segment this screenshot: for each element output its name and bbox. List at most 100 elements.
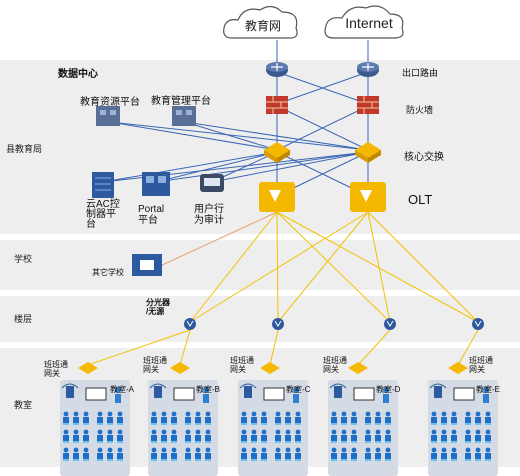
classroom-label-e: 教室-E <box>476 385 500 394</box>
gateway-icon <box>78 362 98 374</box>
student-icon <box>331 429 337 435</box>
olt-icon <box>350 182 386 212</box>
teacher-icon <box>383 387 389 393</box>
cloud-internet-icon <box>324 5 404 39</box>
student-icon <box>485 429 491 435</box>
band-school <box>0 240 520 290</box>
student-icon <box>285 447 291 453</box>
student-icon <box>341 411 347 417</box>
gateway-label-a: 班班通网关 <box>44 360 68 378</box>
gateway-icon <box>448 362 468 374</box>
student-icon <box>365 411 371 417</box>
student-icon <box>441 447 447 453</box>
layer-classroom: 教室 <box>14 400 33 410</box>
student-icon <box>451 447 457 453</box>
student-icon <box>107 411 113 417</box>
student-icon <box>261 429 267 435</box>
student-icon <box>185 411 191 417</box>
student-icon <box>341 447 347 453</box>
classroom-label-d: 教室-D <box>376 385 401 394</box>
student-icon <box>441 411 447 417</box>
student-icon <box>107 429 113 435</box>
student-icon <box>171 411 177 417</box>
student-icon <box>431 411 437 417</box>
gateway-icon <box>348 362 368 374</box>
student-icon <box>285 411 291 417</box>
student-icon <box>205 429 211 435</box>
classroom-label-a: 教室-A <box>110 385 134 394</box>
student-icon <box>185 429 191 435</box>
student-icon <box>161 447 167 453</box>
splitter-icon <box>272 318 284 330</box>
gateway-label-d: 班班通网关 <box>323 356 347 374</box>
whiteboard-icon <box>173 387 195 401</box>
classroom-label-c: 教室-C <box>286 385 311 394</box>
student-icon <box>241 429 247 435</box>
server-icon <box>142 172 170 196</box>
whiteboard-icon <box>353 387 375 401</box>
student-icon <box>241 447 247 453</box>
gateway-label-c: 班班通网关 <box>230 356 254 374</box>
student-icon <box>63 429 69 435</box>
label-edu-resource: 教育资源平台 <box>80 97 140 108</box>
label-portal: Portal 平台 <box>138 204 165 226</box>
student-icon <box>351 447 357 453</box>
band-floor <box>0 296 520 342</box>
student-icon <box>485 411 491 417</box>
student-icon <box>195 429 201 435</box>
student-icon <box>385 411 391 417</box>
student-icon <box>295 411 301 417</box>
label-firewall: 防火墙 <box>406 105 434 115</box>
cloud-edu-net-label: 教育网 <box>244 19 281 33</box>
student-icon <box>465 429 471 435</box>
student-icon <box>431 429 437 435</box>
layer-county: 县教育局 <box>6 144 43 154</box>
student-icon <box>375 447 381 453</box>
other-school-icon <box>132 254 162 276</box>
audit-device-icon <box>200 174 224 192</box>
student-icon <box>205 411 211 417</box>
student-icon <box>385 447 391 453</box>
student-icon <box>171 429 177 435</box>
student-icon <box>465 411 471 417</box>
student-icon <box>251 447 257 453</box>
label-audit: 用户行 为审计 <box>194 204 224 226</box>
student-icon <box>365 429 371 435</box>
student-icon <box>261 447 267 453</box>
student-icon <box>151 429 157 435</box>
layer-school: 学校 <box>14 254 33 264</box>
student-icon <box>73 447 79 453</box>
label-exit-router: 出口路由 <box>402 68 439 78</box>
server-cluster-icon <box>172 106 196 126</box>
classroom-label-b: 教室-B <box>196 385 220 394</box>
student-icon <box>451 411 457 417</box>
cloud-internet-label: Internet <box>345 15 393 31</box>
student-icon <box>73 429 79 435</box>
label-core-switch: 核心交换 <box>404 152 444 163</box>
student-icon <box>161 411 167 417</box>
core-switch-icon <box>264 142 290 163</box>
splitter-icon <box>184 318 196 330</box>
gateway-label-b: 班班通网关 <box>143 356 167 374</box>
student-icon <box>365 447 371 453</box>
student-icon <box>385 429 391 435</box>
student-icon <box>451 429 457 435</box>
student-icon <box>375 411 381 417</box>
student-icon <box>241 411 247 417</box>
student-icon <box>151 447 157 453</box>
student-icon <box>107 447 113 453</box>
splitter-icon <box>472 318 484 330</box>
student-icon <box>251 429 257 435</box>
student-icon <box>465 447 471 453</box>
firewall-icon <box>266 96 288 114</box>
student-icon <box>83 411 89 417</box>
student-icon <box>151 411 157 417</box>
student-icon <box>185 447 191 453</box>
student-icon <box>351 411 357 417</box>
student-icon <box>331 447 337 453</box>
teacher-icon <box>483 387 489 393</box>
access-point-icon <box>154 386 162 398</box>
label-olt: OLT <box>408 192 433 207</box>
student-icon <box>475 411 481 417</box>
